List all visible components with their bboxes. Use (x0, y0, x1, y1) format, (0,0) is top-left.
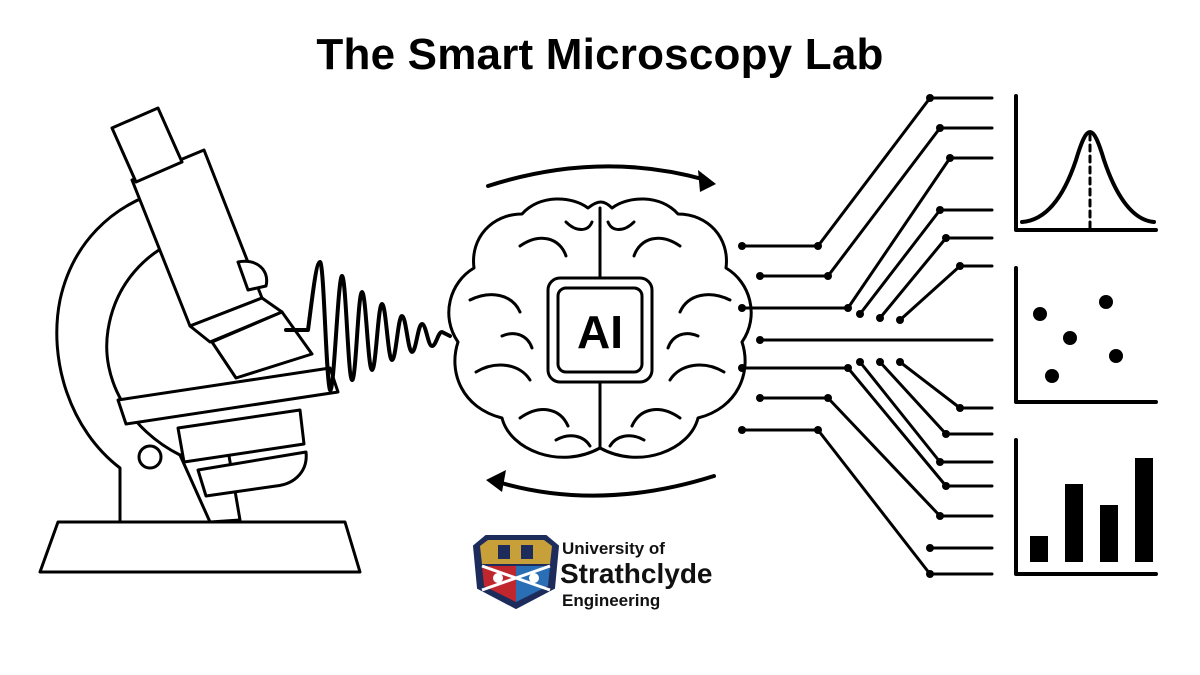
diagram-title: The Smart Microscopy Lab (316, 30, 884, 79)
bar-chart-bar (1030, 536, 1048, 562)
gaussian-chart-icon (1014, 94, 1158, 232)
ai-chip-icon: AI (546, 276, 654, 384)
microscope-icon (38, 106, 362, 574)
logo-line-strathclyde: Strathclyde (560, 558, 713, 589)
logo-line-engineering: Engineering (562, 591, 660, 610)
bar-chart-bar (1065, 484, 1083, 562)
circuit-lines-icon (738, 94, 994, 578)
bar-chart-icon (1014, 438, 1158, 576)
logo-line-university-of: University of (562, 539, 665, 558)
scatter-chart-icon (1014, 266, 1158, 404)
bar-chart-bar (1100, 505, 1118, 562)
cycle-arrows-icon (486, 164, 716, 498)
signal-wave-icon (284, 260, 452, 393)
university-crest-icon (472, 535, 560, 610)
bar-chart-bar (1135, 458, 1153, 562)
ai-chip-label: AI (577, 306, 623, 358)
